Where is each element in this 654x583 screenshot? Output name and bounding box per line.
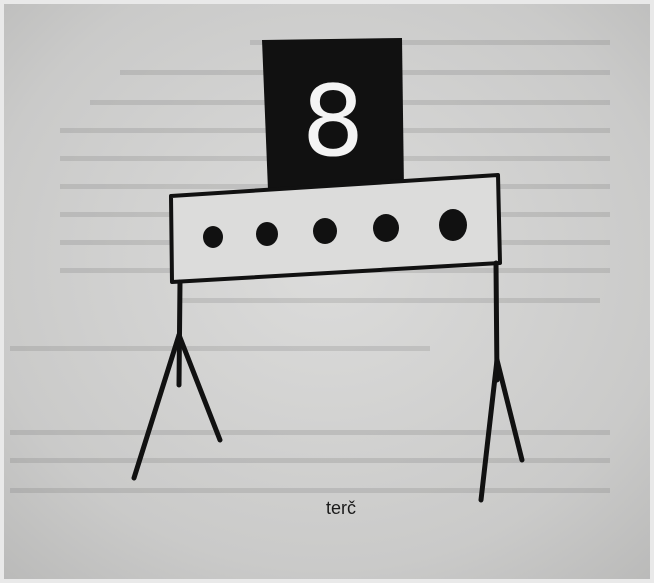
number-sign-digit: 8 (302, 65, 364, 179)
target-hole (203, 226, 223, 248)
target-hole (439, 209, 467, 241)
number-sign: 8 (262, 38, 404, 190)
target-frame (171, 175, 500, 282)
target-hole (256, 222, 278, 246)
diagram-caption: terč (326, 498, 356, 518)
target-hole (313, 218, 337, 244)
target-hole (373, 214, 399, 242)
